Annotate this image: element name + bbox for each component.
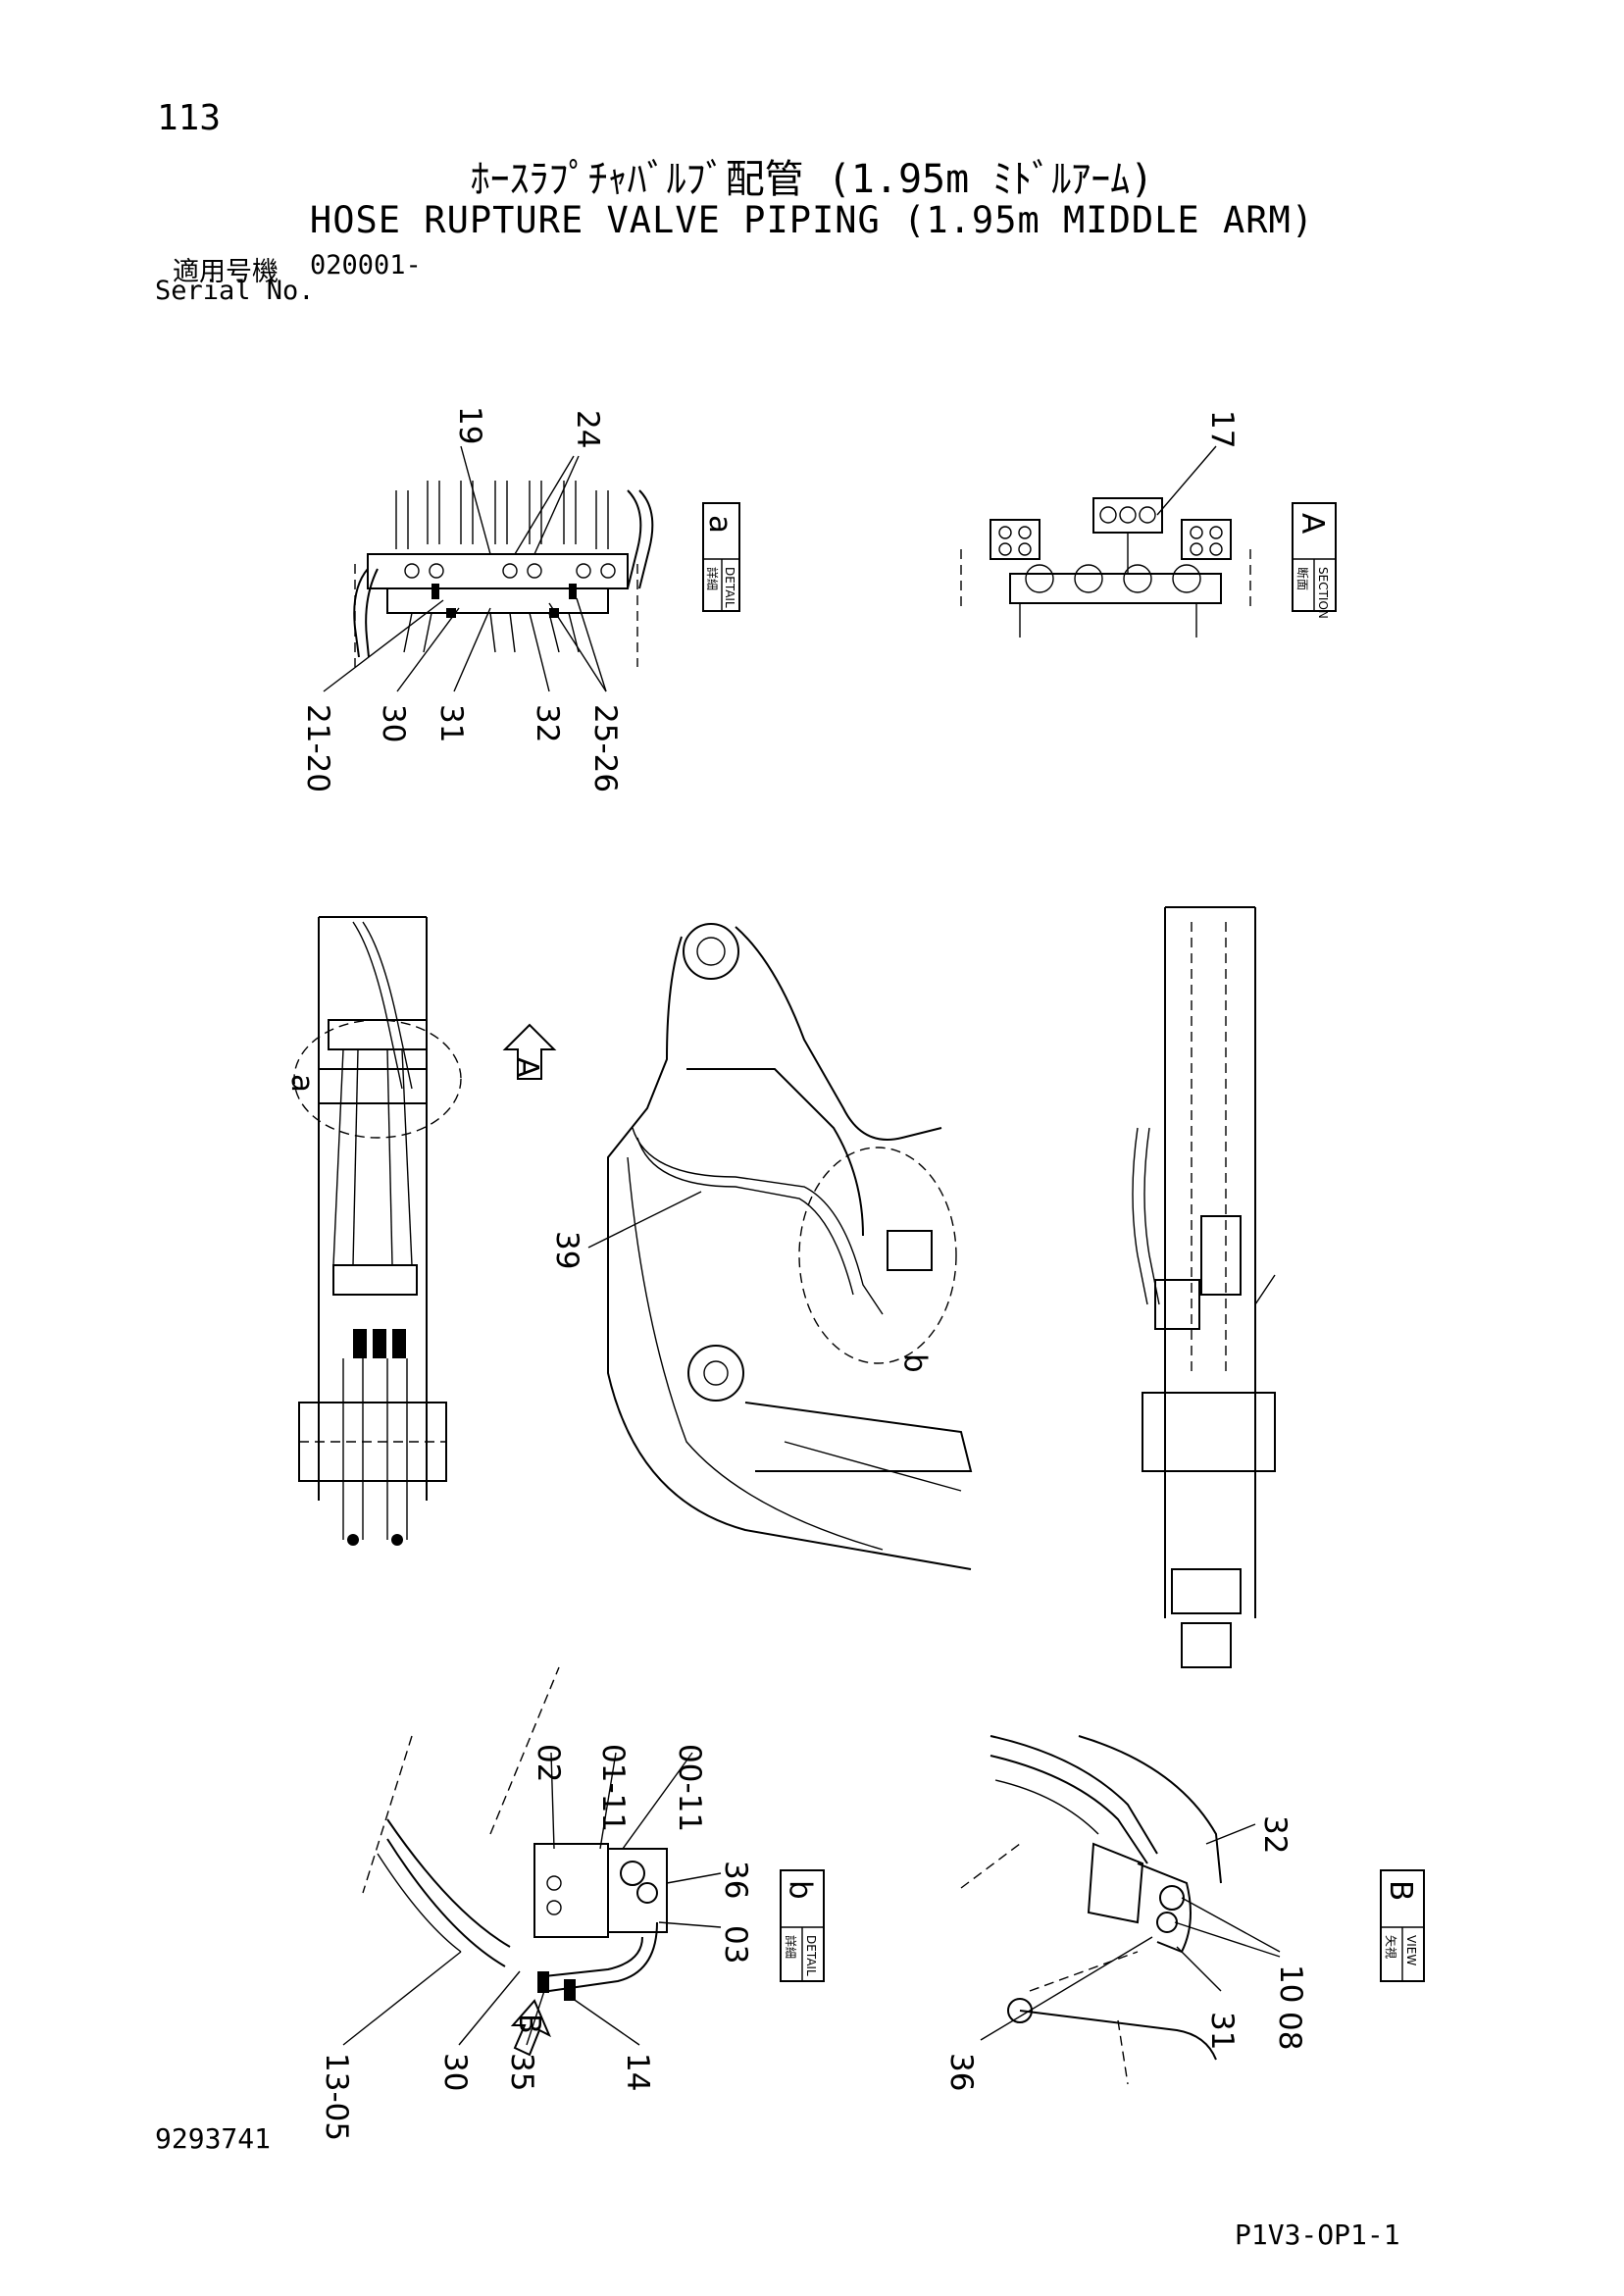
view-arrow-b: B bbox=[510, 1999, 551, 2057]
section-a-letter: A bbox=[1294, 513, 1330, 534]
detail-b-kind-en: DETAIL bbox=[804, 1935, 818, 1976]
arm-side-view bbox=[607, 923, 973, 1570]
callout-36-c: 36 bbox=[943, 2053, 979, 2091]
detail-b-kind-jp: 詳細 bbox=[784, 1935, 798, 1959]
section-a-kind-en: SECTION bbox=[1316, 567, 1330, 619]
title-japanese: ﾎｰｽﾗﾌﾟﾁｬﾊﾞﾙﾌﾞ配管 (1.95m ﾐﾄﾞﾙｱｰﾑ) bbox=[470, 157, 1154, 202]
callout-32-b: 32 bbox=[1257, 1815, 1293, 1854]
callout-21-20: 21-20 bbox=[300, 704, 335, 792]
callout-13-05: 13-05 bbox=[319, 2053, 354, 2141]
view-b-kind-en: VIEW bbox=[1404, 1935, 1418, 1965]
callout-25-26: 25-26 bbox=[587, 704, 623, 792]
callout-02: 02 bbox=[531, 1744, 566, 1782]
arm-front-view bbox=[1132, 906, 1276, 1668]
callout-10: 10 bbox=[1273, 1964, 1308, 2003]
callout-17: 17 bbox=[1204, 410, 1240, 448]
detail-b-view bbox=[342, 1666, 722, 2046]
callout-19: 19 bbox=[452, 406, 487, 444]
view-b-view bbox=[960, 1735, 1281, 2085]
detail-a-view bbox=[323, 445, 654, 692]
detail-circle-a-marker: a bbox=[284, 1074, 320, 1093]
detail-a-kind-jp: 詳細 bbox=[705, 567, 720, 590]
callout-14: 14 bbox=[620, 2053, 655, 2091]
view-b-kind-jp: 矢視 bbox=[1384, 1935, 1398, 1959]
callout-39: 39 bbox=[549, 1231, 584, 1269]
callout-01-11: 01-11 bbox=[595, 1744, 631, 1832]
view-arrow-a: A bbox=[502, 1023, 557, 1080]
section-a-label-box: A 断面 SECTION bbox=[1292, 502, 1337, 619]
callout-00-11: 00-11 bbox=[672, 1744, 707, 1832]
view-b-label-box: B 矢視 VIEW bbox=[1380, 1869, 1425, 1982]
detail-circle-b-marker: b bbox=[897, 1353, 933, 1373]
document-number: 9293741 bbox=[155, 2122, 272, 2155]
serial-number: 020001- bbox=[310, 250, 422, 281]
detail-a-label-box: a 詳細 DETAIL bbox=[702, 502, 740, 612]
callout-30-b: 30 bbox=[437, 2053, 473, 2091]
detail-a-kind-en: DETAIL bbox=[723, 567, 736, 608]
callout-31: 31 bbox=[433, 704, 469, 742]
serial-label-english: Serial No. bbox=[155, 276, 315, 306]
callout-03: 03 bbox=[718, 1925, 753, 1964]
view-arrow-a-letter: A bbox=[510, 1057, 544, 1078]
callout-30: 30 bbox=[376, 704, 411, 742]
serial-label-japanese: 適用号機 bbox=[173, 257, 279, 287]
title-english: HOSE RUPTURE VALVE PIPING (1.95m MIDDLE … bbox=[309, 199, 1315, 241]
detail-a-letter: a bbox=[702, 515, 737, 534]
callout-32: 32 bbox=[530, 704, 565, 742]
callout-31-b: 31 bbox=[1204, 2012, 1240, 2050]
detail-b-label-box: b 詳細 DETAIL bbox=[780, 1869, 825, 1982]
callout-36-b: 36 bbox=[718, 1861, 753, 1899]
section-a-kind-jp: 断面 bbox=[1295, 567, 1310, 590]
callout-08: 08 bbox=[1272, 2012, 1307, 2050]
callout-24: 24 bbox=[570, 410, 605, 448]
view-arrow-b-letter: B bbox=[512, 2014, 546, 2034]
page-number: 113 bbox=[157, 98, 222, 138]
section-a-view bbox=[960, 445, 1251, 638]
callout-35: 35 bbox=[504, 2053, 539, 2091]
view-b-letter: B bbox=[1383, 1880, 1418, 1901]
sheet-id: P1V3-OP1-1 bbox=[1235, 2219, 1400, 2251]
detail-b-letter: b bbox=[783, 1880, 818, 1900]
arm-top-view bbox=[293, 916, 462, 1546]
